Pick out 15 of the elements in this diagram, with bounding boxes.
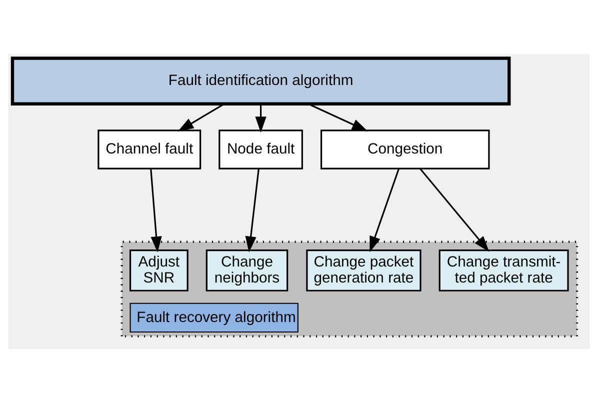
arrow (178, 103, 224, 132)
node-box: Node fault (218, 130, 303, 170)
node-box: Congestion (320, 130, 490, 170)
arrow (245, 168, 260, 252)
node-box: Fault identification algorithm (10, 56, 511, 106)
node-box: Change packet generation rate (306, 250, 422, 292)
arrow (419, 168, 490, 252)
node-box: Adjust SNR (129, 250, 188, 292)
arrow (370, 168, 400, 252)
arrow (150, 168, 162, 252)
node-box: Change neighbors (206, 250, 288, 292)
node-box: Change transmit- ted packet rate (438, 250, 569, 292)
arrow (308, 103, 368, 132)
node-box: Channel fault (98, 130, 202, 170)
arrow (255, 104, 266, 133)
